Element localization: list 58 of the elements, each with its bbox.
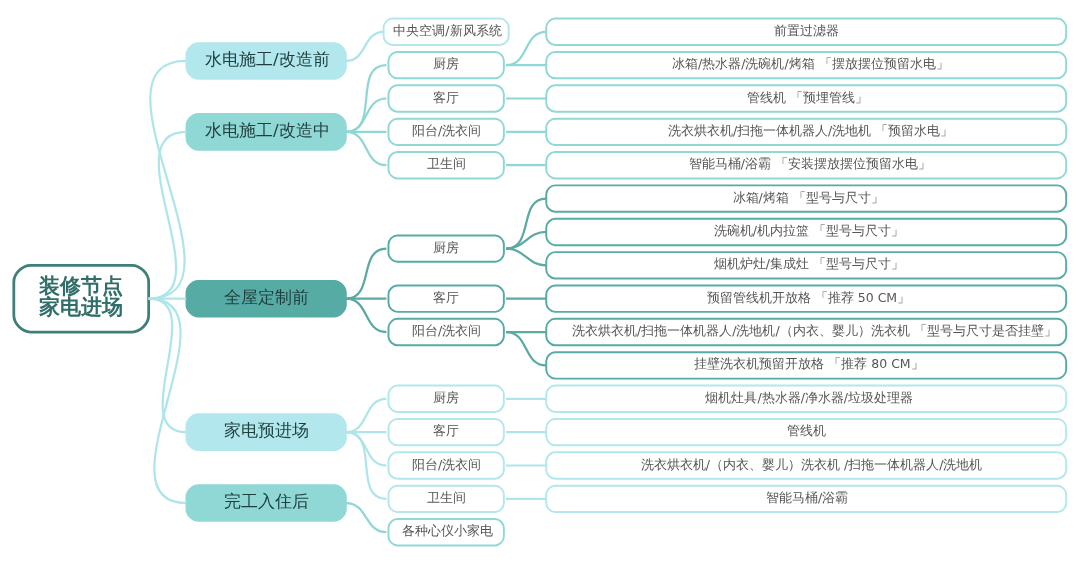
connector (148, 59, 187, 300)
node-box: 冰箱/烤箱 「型号与尺寸」 (545, 183, 1068, 213)
node-box: 水电施工/改造前 (185, 41, 347, 80)
node-box: 洗衣烘衣机/（内衣、婴儿）洗衣机 /扫拖一体机器人/洗地机 (545, 450, 1068, 480)
connector (505, 430, 547, 433)
node-box: 烟机灶具/热水器/净水器/垃圾处理器 (545, 384, 1068, 413)
node-box: 阳台/洗衣间 (387, 317, 505, 346)
connector (505, 247, 547, 266)
node-box: 阳台/洗衣间 (387, 117, 505, 146)
node-box: 客厅 (387, 284, 505, 313)
node-box: 各种心仪小家电 (387, 517, 505, 546)
connector (345, 63, 387, 133)
connector (345, 130, 387, 166)
connector (505, 130, 547, 133)
connector (505, 30, 547, 66)
node-box: 卫生间 (387, 150, 505, 179)
connector (345, 501, 387, 533)
connector (345, 30, 384, 62)
node-box: 管线机 (545, 417, 1068, 446)
connector (505, 230, 547, 250)
node-box: 客厅 (387, 83, 505, 113)
node-box: 厨房 (387, 233, 505, 263)
connector (148, 130, 187, 300)
node-box: 厨房 (387, 384, 505, 413)
node-box: 洗衣烘衣机/扫拖一体机器人/洗地机 「预留水电」 (545, 117, 1068, 146)
connector (505, 297, 547, 300)
node-box: 完工入住后 (185, 483, 347, 522)
node-box: 洗碗机/机内拉篮 「型号与尺寸」 (545, 217, 1068, 246)
node-box: 洗衣烘衣机/扫拖一体机器人/洗地机/（内衣、婴儿）洗衣机 「型号与尺寸是否挂壁」 (545, 317, 1068, 346)
connector (505, 63, 547, 66)
node-box: 智能马桶/浴霸 (545, 484, 1068, 513)
connector (345, 297, 387, 333)
connector (505, 197, 547, 250)
connector (148, 297, 187, 504)
connector (345, 430, 387, 500)
node-box: 前置过滤器 (545, 17, 1068, 46)
node-box: 厨房 (387, 50, 505, 79)
node-box: 全屋定制前 (185, 279, 347, 317)
connector (505, 163, 547, 166)
node-box: 管线机 「预埋管线」 (545, 83, 1068, 113)
connector (505, 497, 547, 500)
node-box: 客厅 (387, 417, 505, 446)
connector (505, 330, 547, 366)
node-box: 装修节点 家电进场 (12, 263, 151, 333)
connector (505, 397, 547, 400)
connector (345, 247, 387, 300)
node-box: 阳台/洗衣间 (387, 450, 505, 480)
node-box: 智能马桶/浴霸 「安装摆放摆位预留水电」 (545, 150, 1068, 179)
connector (505, 96, 547, 100)
connector (505, 463, 547, 467)
node-box: 水电施工/改造中 (185, 112, 347, 151)
node-box: 卫生间 (387, 484, 505, 513)
node-box: 中央空调/新风系统 (382, 17, 510, 46)
node-box: 挂壁洗衣机预留开放格 「推荐 80 CM」 (545, 350, 1068, 380)
node-box: 烟机炉灶/集成灶 「型号与尺寸」 (545, 250, 1068, 279)
node-box: 冰箱/热水器/洗碗机/烤箱 「摆放摆位预留水电」 (545, 50, 1068, 79)
node-box: 家电预进场 (185, 412, 347, 451)
node-box: 预留管线机开放格 「推荐 50 CM」 (545, 284, 1068, 313)
